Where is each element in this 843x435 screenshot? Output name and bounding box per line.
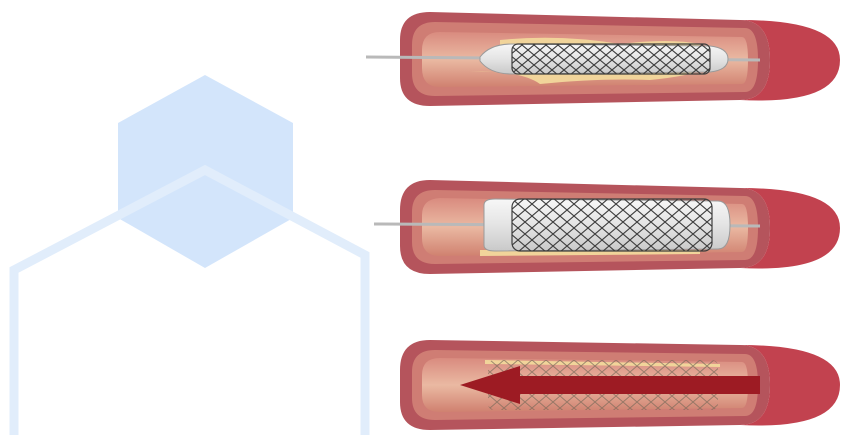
background-hexagons [14, 75, 365, 435]
vessel-panel-2 [374, 180, 840, 274]
vessel-panel-3 [400, 340, 840, 430]
vessel-panel-1 [366, 12, 840, 106]
expanded-stent [512, 199, 712, 251]
crimped-stent [512, 44, 710, 74]
